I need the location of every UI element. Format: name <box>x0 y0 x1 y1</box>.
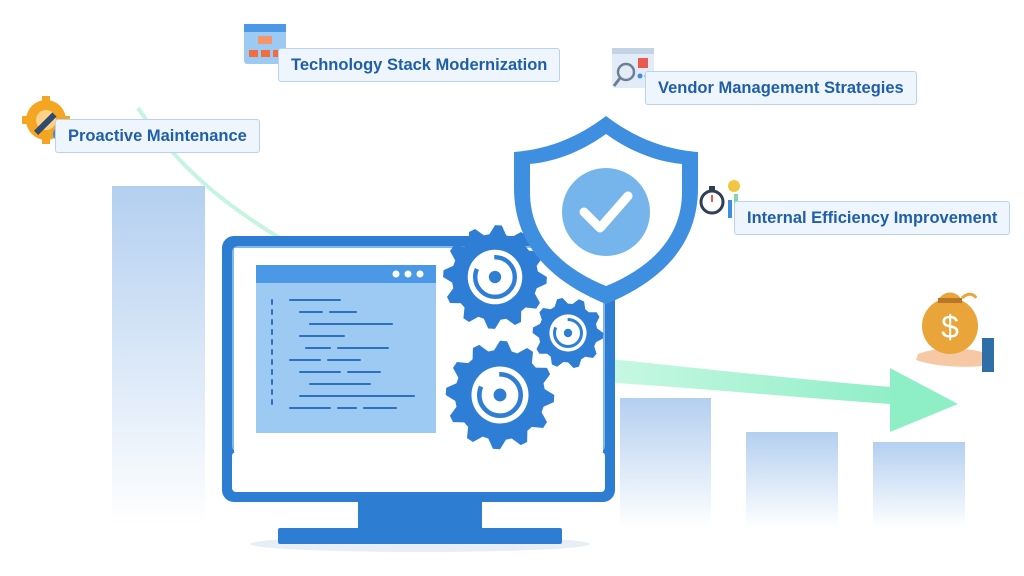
label-technology-stack-modernization: Technology Stack Modernization <box>278 48 561 82</box>
bar-4 <box>873 442 965 528</box>
bar-1 <box>112 186 205 526</box>
computer-monitor <box>222 236 615 552</box>
label-internal-efficiency-improvement: Internal Efficiency Improvement <box>734 201 1011 235</box>
label-proactive-maintenance: Proactive Maintenance <box>55 119 260 153</box>
code-lines-icon <box>271 299 415 411</box>
org-chart-window-icon <box>244 24 286 64</box>
bar-3 <box>746 432 838 528</box>
money-symbol: $ <box>941 309 959 345</box>
gears-group <box>443 225 604 450</box>
bar-2 <box>620 398 711 528</box>
code-window <box>256 265 436 433</box>
shield-check-icon <box>514 116 698 304</box>
background-bars <box>112 186 965 528</box>
gear-large-top-icon <box>443 225 547 329</box>
gear-small-icon <box>532 298 604 368</box>
label-vendor-management-strategies: Vendor Management Strategies <box>645 71 917 105</box>
gear-large-bottom-icon <box>445 340 555 450</box>
money-bag-hand-icon: $ <box>916 292 994 372</box>
